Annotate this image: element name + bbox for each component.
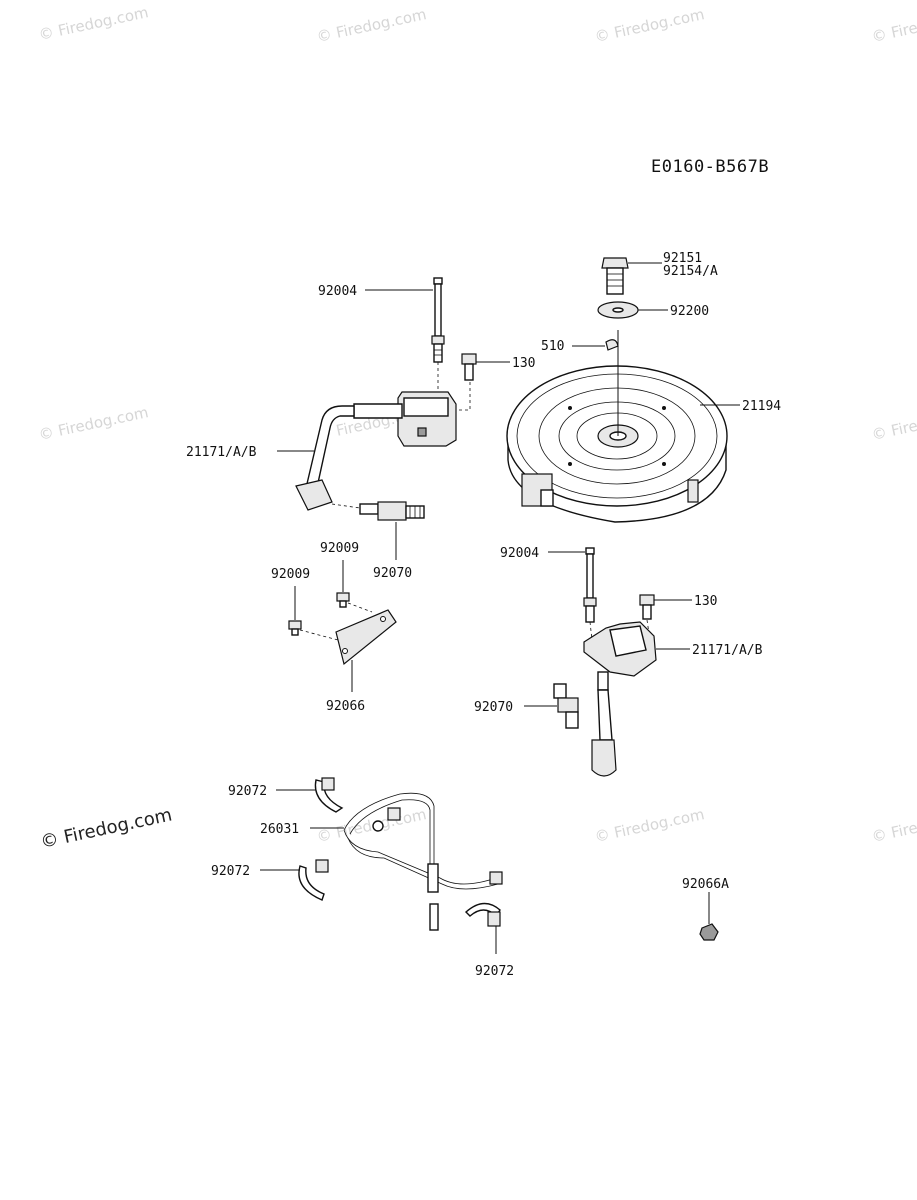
wire-harness-26031 xyxy=(343,792,503,931)
watermark-strong: © Firedog.com xyxy=(39,805,174,853)
label-92200: 92200 xyxy=(670,304,709,319)
label-92066A: 92066A xyxy=(682,877,729,892)
watermark-11: © Firedog.com xyxy=(870,805,917,846)
watermark-8: © Firedog.com xyxy=(870,403,917,444)
stud-upper xyxy=(431,277,445,363)
watermark-1: © Firedog.com xyxy=(37,3,150,44)
label-92009-b: 92009 xyxy=(320,541,359,556)
watermark-2: © Firedog.com xyxy=(315,5,428,46)
flywheel-washer xyxy=(597,301,639,319)
flywheel-bolt xyxy=(601,257,629,295)
watermarks: © Firedog.com © Firedog.com © Firedog.co… xyxy=(37,3,917,853)
bolt-130-right xyxy=(639,594,655,620)
label-92072-b: 92072 xyxy=(211,864,250,879)
screw-92009-b xyxy=(336,592,350,608)
ignition-coil-upper xyxy=(295,391,457,511)
label-92154: 92154/A xyxy=(663,264,718,279)
label-21171-left: 21171/A/B xyxy=(186,445,257,460)
flywheel xyxy=(506,365,728,523)
clamp-92072-b xyxy=(298,859,329,901)
label-510: 510 xyxy=(541,339,564,354)
label-21194: 21194 xyxy=(742,399,781,414)
watermark-5: © Firedog.com xyxy=(37,403,150,444)
label-130-top: 130 xyxy=(512,356,535,371)
label-92151: 92151 xyxy=(663,251,702,266)
watermark-4: © Firedog.com xyxy=(870,5,917,46)
ignition-coil-lower xyxy=(583,621,657,777)
nut-92066A xyxy=(699,923,719,941)
spark-plug-right xyxy=(553,683,579,729)
clamp-92072-a xyxy=(314,777,344,813)
label-92072-a: 92072 xyxy=(228,784,267,799)
label-92070-left: 92070 xyxy=(373,566,412,581)
spark-plug-left xyxy=(331,501,425,521)
woodruff-key xyxy=(605,339,619,351)
cover-plate-92066 xyxy=(335,609,397,666)
label-92072-c: 92072 xyxy=(475,964,514,979)
stud-right xyxy=(583,547,597,623)
watermark-3: © Firedog.com xyxy=(593,5,706,46)
label-130-right: 130 xyxy=(694,594,717,609)
clamp-92072-c xyxy=(464,902,501,927)
screw-92009-a xyxy=(288,620,302,636)
label-92066: 92066 xyxy=(326,699,365,714)
label-92070-right: 92070 xyxy=(474,700,513,715)
label-92004-right: 92004 xyxy=(500,546,539,561)
watermark-9: © Firedog.com xyxy=(315,805,428,846)
watermark-10: © Firedog.com xyxy=(593,805,706,846)
bolt-130-top xyxy=(461,353,477,381)
diagram-code: E0160-B567B xyxy=(651,157,769,177)
label-26031: 26031 xyxy=(260,822,299,837)
label-21171-right: 21171/A/B xyxy=(692,643,763,658)
label-92009-a: 92009 xyxy=(271,567,310,582)
label-92004-top: 92004 xyxy=(318,284,357,299)
